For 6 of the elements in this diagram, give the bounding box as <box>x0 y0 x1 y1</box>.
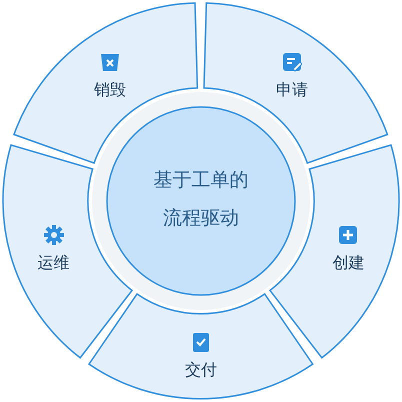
segment-label: 交付 <box>184 360 217 381</box>
center-text: 基于工单的流程驱动 <box>152 168 250 231</box>
segment-label: 申请 <box>276 80 308 101</box>
segment-label: 创建 <box>332 252 364 274</box>
segment-label: 运维 <box>38 252 70 274</box>
segment-label: 销毁 <box>94 80 126 101</box>
